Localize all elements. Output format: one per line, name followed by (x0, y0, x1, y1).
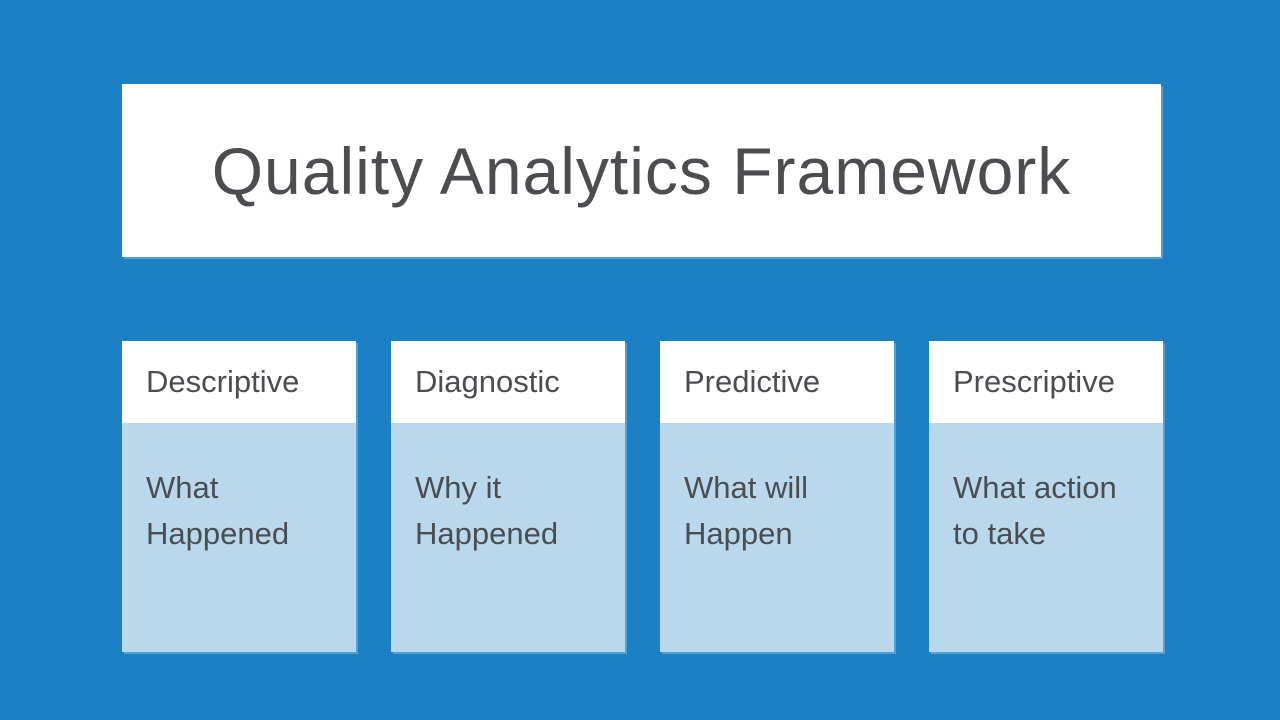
card-predictive: Predictive What will Happen (660, 341, 894, 652)
card-descriptive-body: What Happened (146, 470, 290, 551)
card-predictive-body: What will Happen (684, 470, 809, 551)
card-diagnostic-body: Why it Happened (415, 470, 559, 551)
card-prescriptive-body: What action to take (953, 470, 1117, 551)
card-diagnostic-header: Diagnostic (391, 341, 625, 423)
slide-title: Quality Analytics Framework (211, 133, 1072, 208)
card-descriptive: Descriptive What Happened (122, 341, 356, 652)
card-prescriptive: Prescriptive What action to take (929, 341, 1163, 652)
card-prescriptive-header: Prescriptive (929, 341, 1163, 423)
card-descriptive-header: Descriptive (122, 341, 356, 423)
card-diagnostic: Diagnostic Why it Happened (391, 341, 625, 652)
title-panel: Quality Analytics Framework (122, 84, 1161, 257)
card-predictive-header: Predictive (660, 341, 894, 423)
